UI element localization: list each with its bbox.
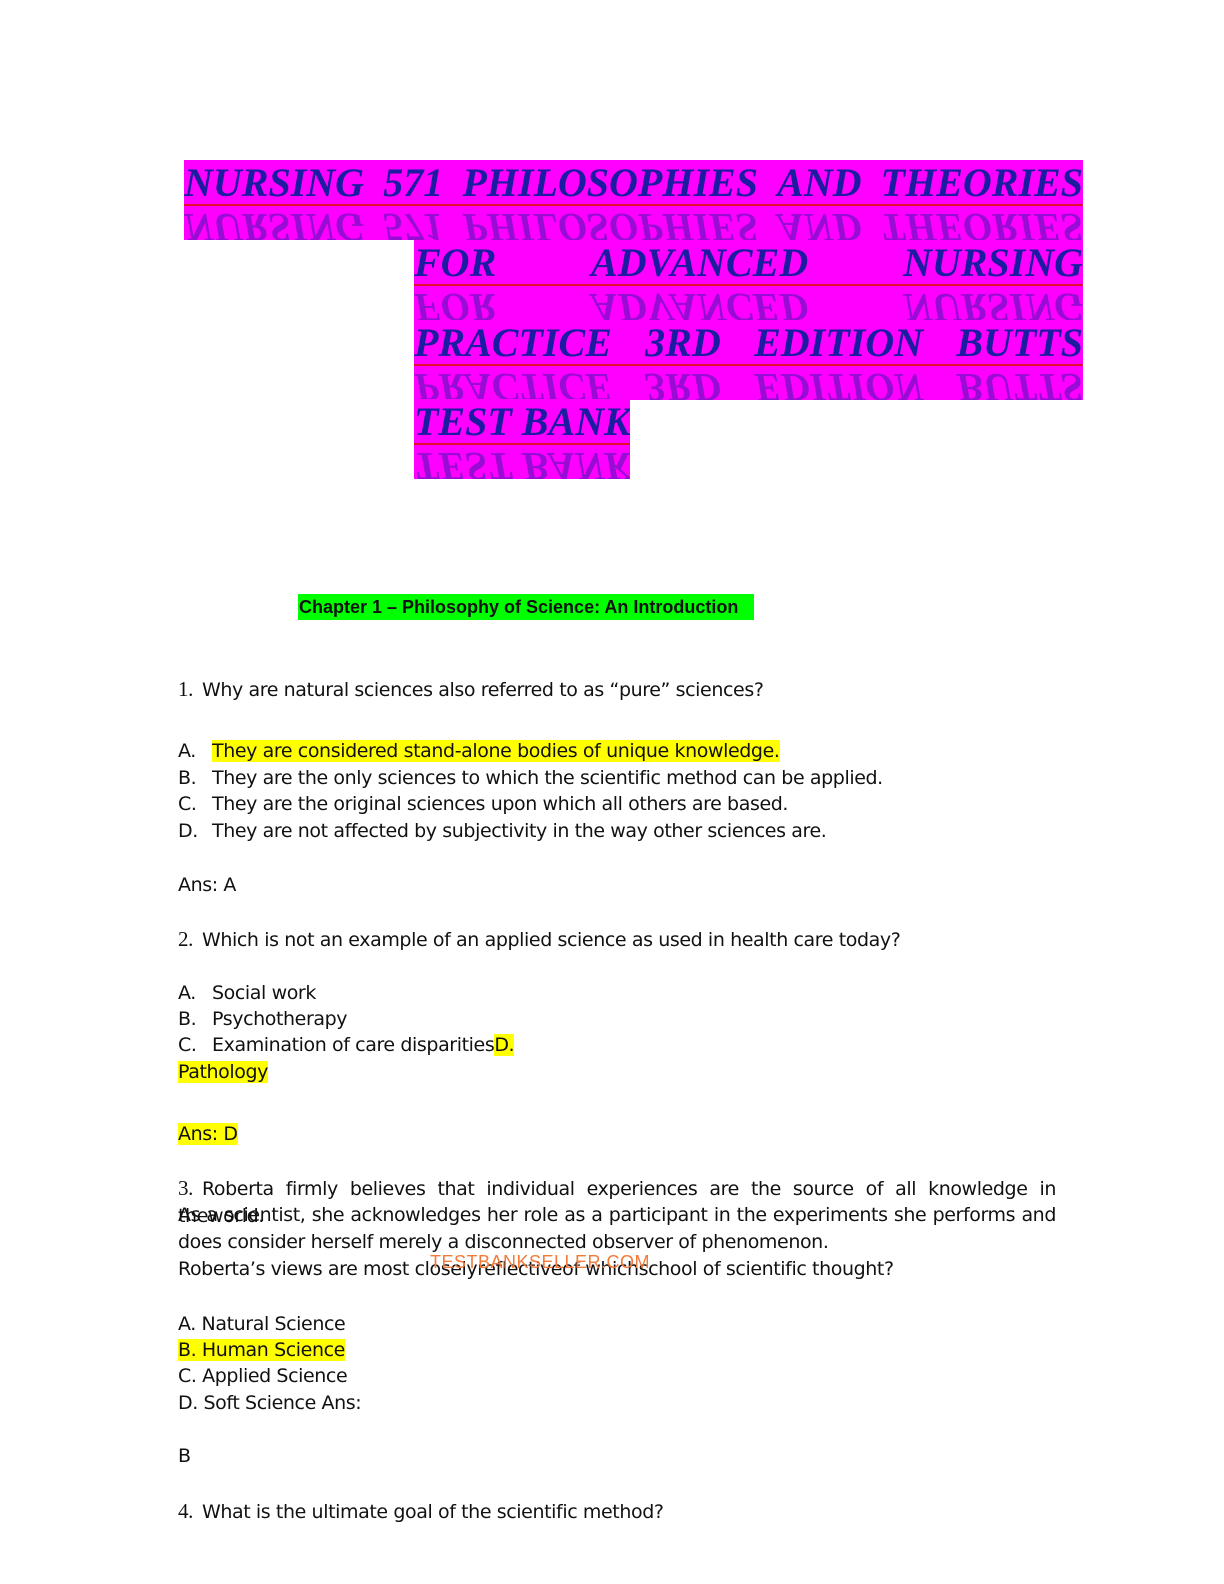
question-line: Roberta’s views are most closelyreflecti… xyxy=(178,1258,894,1280)
title-reflection-4: TEST BANK xyxy=(414,444,630,479)
title-word: BUTTS xyxy=(956,320,1083,365)
title-reflection-3: PRACTICE 3RD EDITION BUTTS xyxy=(414,365,1083,400)
option-text-highlighted: Pathology xyxy=(178,1061,268,1083)
question-text: Why are natural sciences also referred t… xyxy=(201,679,764,701)
option-label: A. xyxy=(178,740,196,762)
option-label: B. xyxy=(178,767,197,789)
title-word-reflection: AND xyxy=(777,205,862,240)
q1-option-c: C. They are the original sciences upon wh… xyxy=(178,791,788,817)
answer-highlighted: Ans: D xyxy=(178,1123,238,1145)
title-word: AND xyxy=(777,160,862,205)
question-1: 1. Why are natural sciences also referred… xyxy=(178,676,764,703)
q2-option-b: B. Psychotherapy xyxy=(178,1006,348,1032)
title-row-1: NURSING 571 PHILOSOPHIES AND THEORIES xyxy=(184,162,1083,206)
option-text: Examination of care disparities xyxy=(212,1034,495,1056)
q3-answer: B xyxy=(178,1445,191,1467)
title-word-reflection: TEST BANK xyxy=(414,444,630,479)
question-number: 2. xyxy=(178,927,193,951)
option-label: C. xyxy=(178,1034,197,1056)
question-2: 2. Which is not an example of an applied … xyxy=(178,926,901,953)
question-text: Roberta firmly believes that individual … xyxy=(178,1178,1056,1227)
q2-option-d-text: Pathology xyxy=(178,1059,268,1085)
title-word: 3RD xyxy=(645,320,721,365)
title-row-4: TEST BANK xyxy=(414,401,630,445)
question-line: does consider herself merely a disconnec… xyxy=(178,1231,829,1253)
watermark: TESTBANKSELLER.COM xyxy=(430,1252,651,1272)
title-reflection-1: NURSING 571 PHILOSOPHIES AND THEORIES xyxy=(184,205,1083,240)
q1-option-a: A. They are considered stand-alone bodies… xyxy=(178,738,780,764)
option-text-highlighted: B. Human Science xyxy=(178,1339,345,1361)
title-row-2: FOR ADVANCED NURSING xyxy=(414,242,1083,286)
q3-option-c: C. Applied Science xyxy=(178,1365,348,1387)
question-4: 4. What is the ultimate goal of the scien… xyxy=(178,1498,664,1525)
q2-answer: Ans: D xyxy=(178,1121,238,1147)
option-label: C. xyxy=(178,793,197,815)
title-line-2: FOR ADVANCED NURSING FOR ADVANCED NURSIN… xyxy=(414,240,1083,320)
question-number: 4. xyxy=(178,1499,193,1523)
title-word: 571 xyxy=(383,160,444,205)
option-label: A. xyxy=(178,982,196,1004)
option-text: They are the original sciences upon whic… xyxy=(212,793,789,815)
question-line: As a scientist, she acknowledges her rol… xyxy=(178,1204,1056,1226)
q1-answer: Ans: A xyxy=(178,874,236,896)
q1-option-d: D. They are not affected by subjectivity … xyxy=(178,818,827,844)
option-label-highlighted: D. xyxy=(494,1034,515,1056)
title-word: ADVANCED xyxy=(591,240,809,285)
q2-option-a: A. Social work xyxy=(178,980,316,1006)
option-label: D. xyxy=(178,820,198,842)
option-text: Psychotherapy xyxy=(212,1008,348,1030)
title-word-reflection: EDITION xyxy=(754,365,923,400)
title-row-3: PRACTICE 3RD EDITION BUTTS xyxy=(414,322,1083,366)
title-word-reflection: 571 xyxy=(383,205,444,240)
title-line-1: NURSING 571 PHILOSOPHIES AND THEORIES NU… xyxy=(184,160,1083,240)
question-text: Which is not an example of an applied sc… xyxy=(201,929,901,951)
title-word-reflection: PRACTICE xyxy=(414,365,612,400)
title-reflection-2: FOR ADVANCED NURSING xyxy=(414,285,1083,320)
q2-option-c: C. Examination of care disparitiesD. xyxy=(178,1032,515,1058)
option-label: B. xyxy=(178,1008,197,1030)
title-word-reflection: BUTTS xyxy=(956,365,1083,400)
question-3: 3.Roberta firmly believes that individua… xyxy=(178,1175,1056,1283)
title-line-4: TEST BANK TEST BANK xyxy=(414,399,630,479)
option-text: They are not affected by subjectivity in… xyxy=(212,820,827,842)
title-word-reflection: 3RD xyxy=(645,365,721,400)
chapter-heading: Chapter 1 – Philosophy of Science: An In… xyxy=(298,594,754,620)
question-number: 1. xyxy=(178,677,193,701)
question-number: 3. xyxy=(178,1176,193,1200)
q3-option-b: B. Human Science xyxy=(178,1337,345,1363)
q3-option-a: A. Natural Science xyxy=(178,1313,346,1335)
title-word: THEORIES xyxy=(880,160,1083,205)
title-word-reflection: ADVANCED xyxy=(591,285,809,320)
title-word-reflection: FOR xyxy=(414,285,497,320)
title-line-3: PRACTICE 3RD EDITION BUTTS PRACTICE 3RD … xyxy=(414,320,1083,400)
title-word-reflection: NURSING xyxy=(184,205,365,240)
q1-option-b: B. They are the only sciences to which th… xyxy=(178,765,883,791)
option-text-highlighted: They are considered stand-alone bodies o… xyxy=(212,740,780,762)
title-word-reflection: NURSING xyxy=(902,285,1083,320)
title-word: PRACTICE xyxy=(414,320,612,365)
q3-option-d: D. Soft Science Ans: xyxy=(178,1392,362,1414)
title-word: PHILOSOPHIES xyxy=(462,160,758,205)
title-word: EDITION xyxy=(754,320,923,365)
title-word-reflection: THEORIES xyxy=(880,205,1083,240)
title-word: NURSING xyxy=(184,160,365,205)
option-text: They are the only sciences to which the … xyxy=(212,767,883,789)
question-line: 3.Roberta firmly believes that individua… xyxy=(178,1175,1056,1227)
title-word: NURSING xyxy=(902,240,1083,285)
title-word: TEST BANK xyxy=(414,399,630,444)
option-text: Social work xyxy=(212,982,316,1004)
title-word-reflection: PHILOSOPHIES xyxy=(462,205,758,240)
title-word: FOR xyxy=(414,240,497,285)
question-text: What is the ultimate goal of the scienti… xyxy=(201,1501,664,1523)
